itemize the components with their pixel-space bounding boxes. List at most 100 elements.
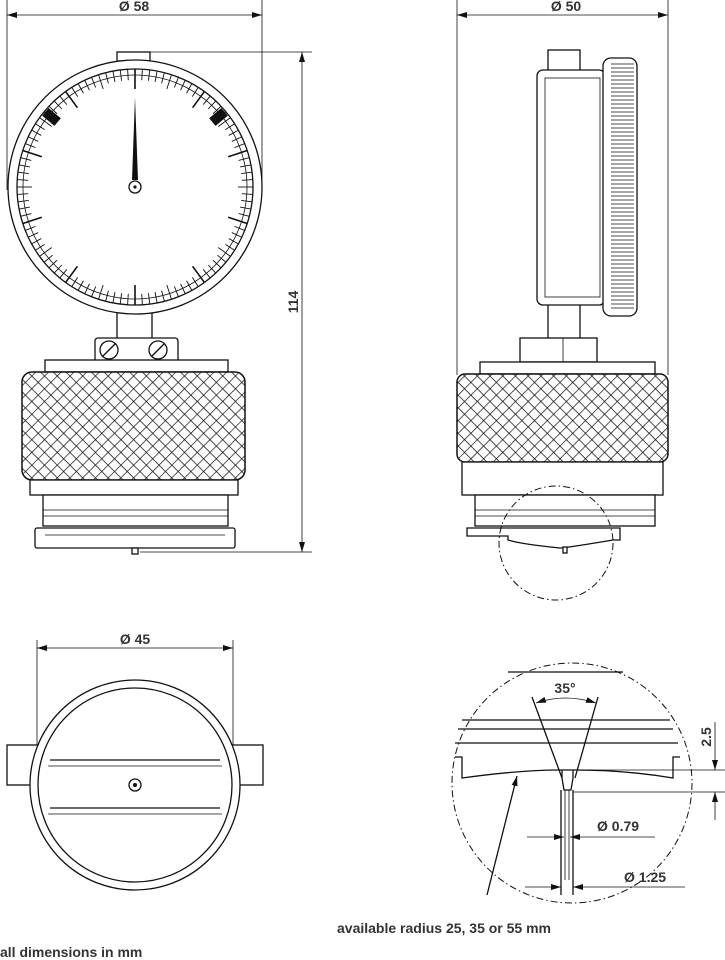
dial-tick	[59, 269, 68, 279]
dimension-label-114: 114	[285, 290, 301, 313]
dial-tick	[227, 149, 248, 158]
units-note: all dimensions in mm	[0, 944, 142, 960]
dial-tick	[241, 179, 253, 181]
dial-tick	[20, 213, 32, 217]
dial-tick	[241, 193, 253, 195]
dial-tick	[173, 77, 179, 88]
dial-tick	[173, 286, 179, 297]
side-mount-plate	[479, 361, 656, 375]
dial-tick	[191, 91, 206, 109]
dial-limit-marker	[42, 107, 61, 126]
dial-housing-side	[536, 69, 606, 306]
pin-diameter-label: Ø 1.25	[624, 869, 666, 885]
dimension-label-58: Ø 58	[119, 0, 150, 14]
dial-tick	[53, 100, 63, 110]
dial-tick	[141, 293, 143, 305]
dial-tick	[127, 69, 129, 81]
angle-label: 35°	[554, 680, 575, 696]
detail-circle	[451, 662, 693, 904]
presser-foot	[34, 527, 236, 549]
indenter-hole	[128, 778, 142, 792]
dial-tick	[207, 264, 217, 274]
dial-tick	[28, 232, 39, 238]
dial-tick	[228, 238, 239, 245]
dial-tick	[180, 80, 186, 91]
side-knurled-ring	[456, 373, 669, 463]
dial-tick	[147, 293, 151, 305]
dial-lower-stem	[116, 309, 153, 341]
side-top-stem	[547, 49, 581, 73]
dial-tick	[207, 100, 217, 110]
dial-tick	[202, 269, 211, 279]
dial-tick	[17, 179, 29, 181]
dial-tick	[217, 254, 227, 263]
dial-tick	[234, 143, 245, 149]
dial-tick	[22, 216, 43, 225]
dial-tick	[48, 105, 58, 115]
detail-callout-circle	[498, 485, 614, 601]
dial-tick	[98, 284, 104, 300]
dial-tick	[228, 129, 239, 136]
indenter-tip	[131, 547, 139, 555]
angle-arc	[535, 696, 597, 704]
dial-tick	[77, 280, 84, 291]
dial-tick	[212, 259, 222, 269]
tip-diameter-label: Ø 0.79	[597, 818, 639, 834]
dial-tick	[238, 157, 250, 161]
dial-tick	[154, 71, 158, 82]
dial-tick	[212, 105, 222, 115]
radius-note: available radius 25, 35 or 55 mm	[337, 920, 551, 936]
mount-plate	[44, 359, 229, 373]
dial-tick	[84, 283, 90, 294]
dial-tick	[31, 238, 42, 245]
dial-tick	[31, 129, 42, 136]
dial-tick	[218, 117, 231, 127]
dial-tick	[77, 83, 84, 94]
dial-tick	[28, 136, 39, 142]
dial-tick	[191, 265, 206, 283]
dial-tick	[241, 171, 253, 175]
dial-tick	[240, 206, 251, 210]
dial-tick	[202, 95, 211, 105]
dial-tick	[17, 199, 29, 203]
dial-tick	[112, 292, 116, 303]
bottom-view: Ø 45	[6, 631, 264, 891]
dial-tick	[53, 264, 63, 274]
base-collar	[42, 494, 229, 527]
knurled-ring	[21, 371, 246, 481]
dial-tick	[84, 80, 90, 91]
dial-tick	[48, 259, 58, 269]
dial-tick	[19, 206, 30, 210]
dial-tick	[71, 87, 79, 97]
side-lower-ring	[461, 461, 664, 496]
dial-tick	[64, 91, 79, 109]
dial-tick	[39, 247, 52, 257]
dial-tick	[25, 225, 36, 231]
radius-leader-arrow	[486, 775, 518, 896]
dial-tick	[231, 232, 242, 238]
lower-ring	[29, 479, 239, 496]
dial-tick	[64, 265, 79, 283]
side-lower-stem	[547, 299, 581, 341]
dial-tick	[91, 286, 97, 297]
dial-tick	[166, 74, 172, 90]
dial-tick	[112, 71, 116, 82]
dial-tick	[227, 216, 248, 225]
dial-tick	[105, 290, 109, 302]
dial-tick	[35, 243, 45, 251]
dial-tick	[186, 280, 193, 291]
knurled-bezel-side	[602, 57, 638, 317]
dial-tick	[166, 284, 172, 300]
dial-tick	[240, 164, 251, 168]
dial-tick	[241, 199, 253, 203]
detail-view: 35° 2.5 Ø 0.79 Ø 1.25 available radius 2…	[337, 662, 725, 936]
dial-tick	[147, 69, 151, 81]
dial-tick	[127, 293, 129, 305]
dial-tick	[191, 87, 199, 97]
dial-tick	[25, 143, 36, 149]
dial-tick	[17, 193, 29, 195]
dial-scale-ticks	[17, 69, 253, 305]
dial-tick	[238, 213, 250, 217]
dial-tick	[154, 292, 158, 303]
